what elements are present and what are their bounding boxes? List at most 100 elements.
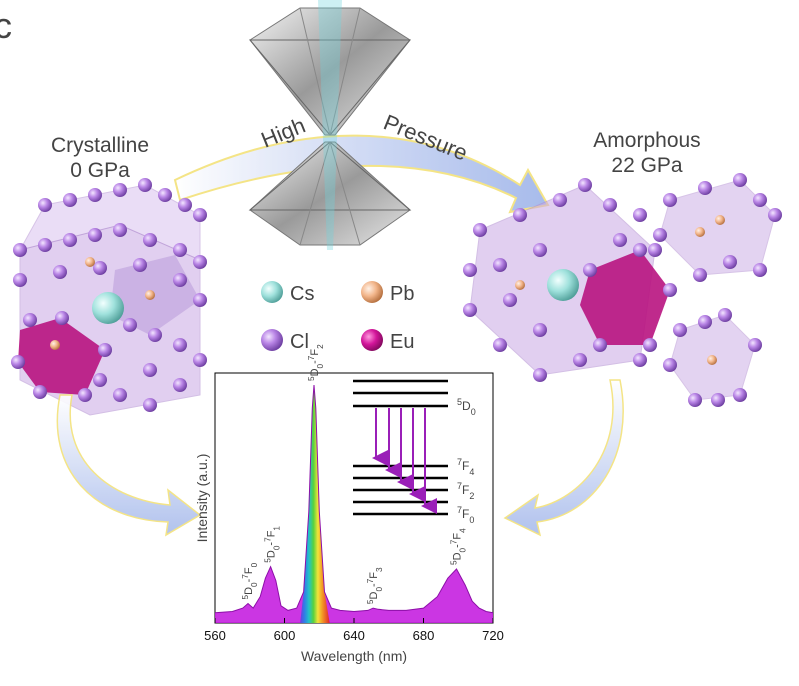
cl-atom xyxy=(138,178,152,192)
cl-atom xyxy=(78,388,92,402)
spectrum-line xyxy=(214,384,494,614)
cs-atom-right xyxy=(547,269,579,301)
cl-atom xyxy=(113,183,127,197)
cl-atom xyxy=(733,388,747,402)
cl-atom xyxy=(583,263,597,277)
cl-atom xyxy=(698,181,712,195)
cl-atom xyxy=(53,265,67,279)
cl-atom xyxy=(193,353,207,367)
cl-atom xyxy=(123,318,137,332)
amorphous-structure xyxy=(463,173,782,407)
pb-atom xyxy=(145,290,155,300)
label-7f2: 7F2 xyxy=(457,481,474,501)
energy-level-diagram: 5D0 7F4 7F2 7F0 xyxy=(353,379,476,525)
cl-atom xyxy=(88,228,102,242)
eu-octahedron-right xyxy=(580,250,670,345)
cl-atom xyxy=(768,208,782,222)
cl-atom xyxy=(663,358,677,372)
cl-atom xyxy=(463,303,477,317)
cl-atom xyxy=(633,353,647,367)
cl-atom xyxy=(693,268,707,282)
cl-atom xyxy=(158,188,172,202)
label-7f0: 7F0 xyxy=(457,505,474,525)
label-7f4: 7F4 xyxy=(457,457,474,477)
cl-atom xyxy=(493,338,507,352)
cl-atom xyxy=(23,313,37,327)
cl-atom xyxy=(38,198,52,212)
crystalline-structure xyxy=(11,178,207,416)
cl-atom xyxy=(723,255,737,269)
right-state-line2: 22 GPa xyxy=(611,154,683,177)
cl-atom xyxy=(173,338,187,352)
cl-atom xyxy=(653,228,667,242)
cl-atom xyxy=(88,188,102,202)
cl-atom xyxy=(753,263,767,277)
x-tick-label: 640 xyxy=(343,628,365,643)
peak-label: 5D0-7F3 xyxy=(366,567,384,604)
cs-atom xyxy=(92,292,124,324)
panel-letter: c xyxy=(0,5,12,46)
pb-atom xyxy=(707,355,717,365)
cl-atom xyxy=(193,293,207,307)
x-tick-label: 720 xyxy=(482,628,504,643)
atom-legend: Cs Pb Cl Eu xyxy=(261,281,414,353)
cl-atom xyxy=(593,338,607,352)
legend-cs-label: Cs xyxy=(290,283,314,305)
cl-atom xyxy=(613,233,627,247)
cl-atom xyxy=(33,385,47,399)
legend-eu-swatch xyxy=(361,329,383,351)
cl-atom xyxy=(533,243,547,257)
legend-eu-label: Eu xyxy=(390,331,414,353)
cl-atom xyxy=(63,233,77,247)
cl-atom xyxy=(648,243,662,257)
cl-atom xyxy=(533,323,547,337)
peak-label: 5D0-7F2 xyxy=(307,344,325,381)
cl-atom xyxy=(673,323,687,337)
cl-atom xyxy=(513,208,527,222)
legend-cs-swatch xyxy=(261,281,283,303)
cl-atom xyxy=(688,393,702,407)
cl-atom xyxy=(698,315,712,329)
peak-label: 5D0-7F1 xyxy=(263,526,281,563)
y-axis-label: Intensity (a.u.) xyxy=(194,454,210,543)
cl-atom xyxy=(178,198,192,212)
x-tick-label: 680 xyxy=(413,628,435,643)
cl-atom xyxy=(643,338,657,352)
legend-pb-label: Pb xyxy=(390,283,414,305)
cl-atom xyxy=(11,355,25,369)
pressure-beam xyxy=(318,0,342,250)
peak-label: 5D0-7F0 xyxy=(241,562,259,599)
x-tick-label: 560 xyxy=(204,628,226,643)
cl-atom xyxy=(193,208,207,222)
cl-atom xyxy=(493,258,507,272)
cl-atom xyxy=(193,255,207,269)
cl-atom xyxy=(13,273,27,287)
legend-cl-swatch xyxy=(261,329,283,351)
cl-atom xyxy=(133,258,147,272)
x-axis-label: Wavelength (nm) xyxy=(301,648,407,664)
cl-atom xyxy=(143,233,157,247)
cl-atom xyxy=(748,338,762,352)
x-tick-label: 600 xyxy=(274,628,296,643)
cl-atom xyxy=(718,308,732,322)
right-state-line1: Amorphous xyxy=(593,129,700,152)
cl-atom xyxy=(733,173,747,187)
cl-atom xyxy=(603,198,617,212)
left-state-line2: 0 GPa xyxy=(70,159,130,182)
cl-atom xyxy=(63,193,77,207)
cl-atom xyxy=(93,261,107,275)
cl-atom xyxy=(633,208,647,222)
left-state-line1: Crystalline xyxy=(51,134,149,157)
cl-atom xyxy=(663,283,677,297)
cl-atom xyxy=(753,193,767,207)
cl-atom xyxy=(578,178,592,192)
cl-atom xyxy=(173,273,187,287)
pb-atom xyxy=(85,257,95,267)
cl-atom xyxy=(663,193,677,207)
cl-atom xyxy=(711,393,725,407)
cl-atom xyxy=(93,373,107,387)
spectrum-area xyxy=(215,385,493,623)
